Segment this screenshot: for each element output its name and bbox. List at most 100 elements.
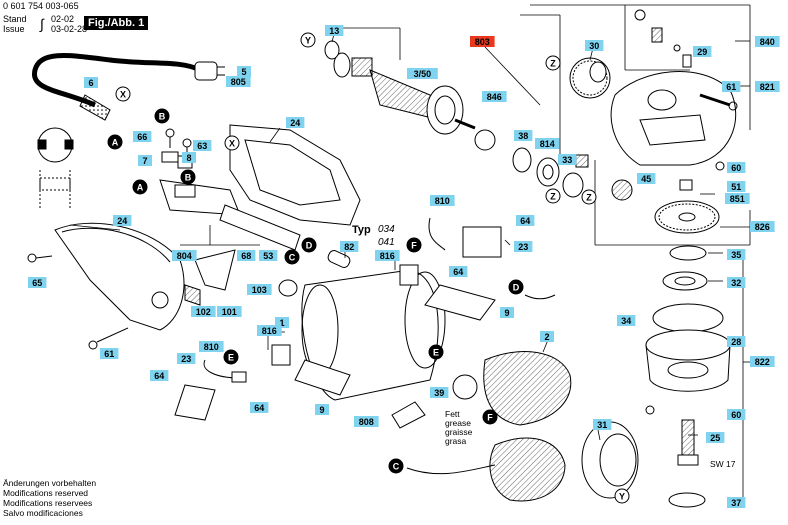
svg-text:64: 64 (154, 371, 164, 381)
brush-holder-lower (271, 344, 291, 366)
part-label-l34: 34 (617, 315, 636, 326)
callout-marker-b: B (154, 108, 170, 124)
part-label-l851: 851 (725, 193, 750, 204)
footer-line: Salvo modificaciones (3, 508, 83, 518)
typ-code-2: 041 (378, 237, 395, 248)
part-label-l826: 826 (750, 221, 775, 232)
callout-marker-z: Z (545, 55, 561, 71)
callout-marker-a: A (107, 134, 123, 150)
part-label-l60a: 60 (727, 162, 746, 173)
bearing-814 (536, 157, 560, 187)
callout-marker-y: Y (614, 488, 630, 504)
svg-text:8: 8 (186, 153, 191, 163)
callout-marker-x: X (224, 135, 240, 151)
bearing-33 (562, 154, 589, 198)
svg-text:C: C (289, 253, 296, 263)
screw-66 (165, 128, 175, 148)
part-label-l25: 25 (706, 432, 725, 443)
svg-text:25: 25 (710, 433, 720, 443)
capacitor-23-left (174, 384, 216, 421)
svg-text:C: C (393, 462, 400, 472)
svg-text:6: 6 (88, 78, 93, 88)
part-label-l9b: 9 (315, 404, 329, 415)
svg-text:D: D (513, 283, 520, 293)
svg-text:803: 803 (475, 37, 490, 47)
strain-relief (79, 94, 111, 121)
svg-text:65: 65 (32, 278, 42, 288)
cable-c (406, 464, 496, 475)
part-label-l64a: 64 (516, 215, 535, 226)
part-label-l805: 805 (226, 76, 251, 87)
svg-text:804: 804 (177, 251, 192, 261)
svg-text:B: B (185, 173, 192, 183)
svg-text:Z: Z (550, 59, 556, 69)
grease-note-line: Fett (445, 409, 460, 419)
part-label-l45: 45 (637, 173, 656, 184)
rear-housing-upper (229, 124, 361, 226)
svg-text:9: 9 (504, 308, 509, 318)
part-label-l37: 37 (727, 497, 746, 508)
callout-marker-e: E (223, 349, 239, 365)
part-label-l51: 51 (727, 181, 746, 192)
svg-text:24: 24 (290, 118, 300, 128)
insulation-808 (391, 401, 426, 429)
screw-65 (27, 253, 53, 263)
svg-text:X: X (120, 90, 126, 100)
svg-text:13: 13 (329, 26, 339, 36)
svg-text:9: 9 (319, 405, 324, 415)
svg-text:30: 30 (589, 41, 599, 51)
svg-text:35: 35 (731, 250, 741, 260)
svg-text:851: 851 (730, 194, 745, 204)
svg-text:1: 1 (279, 318, 284, 328)
part-label-l68: 68 (237, 250, 256, 261)
typ-code-1: 034 (378, 224, 395, 235)
part-label-l31: 31 (593, 419, 612, 430)
svg-text:63: 63 (197, 141, 207, 151)
insulation-sheet-9-left (294, 359, 351, 396)
svg-text:32: 32 (731, 278, 741, 288)
carbon-brush (327, 250, 351, 268)
part-label-l53: 53 (259, 250, 278, 261)
callout-marker-c: C (284, 249, 300, 265)
brush-holder-upper (399, 264, 419, 286)
bearing-32 (662, 271, 708, 291)
part-label-l101: 101 (217, 306, 242, 317)
part-label-l24a: 24 (286, 117, 305, 128)
field-coil (483, 351, 572, 426)
svg-text:846: 846 (487, 92, 502, 102)
svg-text:5: 5 (241, 67, 246, 77)
callout-marker-f: F (406, 237, 422, 253)
svg-text:826: 826 (755, 222, 770, 232)
part-label-l846: 846 (482, 91, 507, 102)
bearing-39 (452, 374, 478, 400)
sw-note: SW 17 (710, 459, 736, 469)
switch-schematic (37, 127, 74, 210)
part-label-l816b: 816 (257, 325, 282, 336)
callout-marker-z: Z (581, 189, 597, 205)
svg-text:34: 34 (621, 316, 631, 326)
svg-text:31: 31 (597, 420, 607, 430)
svg-text:61: 61 (726, 82, 736, 92)
svg-text:103: 103 (252, 285, 267, 295)
part-label-l64b: 64 (449, 266, 468, 277)
svg-text:808: 808 (359, 417, 374, 427)
part-label-l32: 32 (727, 277, 746, 288)
motor-housing (301, 269, 446, 401)
power-plug (194, 61, 218, 81)
svg-text:2: 2 (544, 332, 549, 342)
svg-text:64: 64 (453, 267, 463, 277)
issue-label: Issue (3, 24, 25, 34)
svg-text:60: 60 (731, 163, 741, 173)
bearing-flange (645, 329, 731, 392)
lever (194, 249, 236, 291)
callout-marker-a: A (132, 179, 148, 195)
svg-text:51: 51 (731, 182, 741, 192)
svg-text:28: 28 (731, 337, 741, 347)
svg-text:816: 816 (380, 251, 395, 261)
svg-text:Z: Z (586, 193, 592, 203)
part-label-l810b: 810 (199, 341, 224, 352)
part-label-l6: 6 (84, 77, 98, 88)
capacitor-23-right (462, 226, 502, 258)
part-label-l840: 840 (755, 36, 780, 47)
part-label-l816a: 816 (375, 250, 400, 261)
